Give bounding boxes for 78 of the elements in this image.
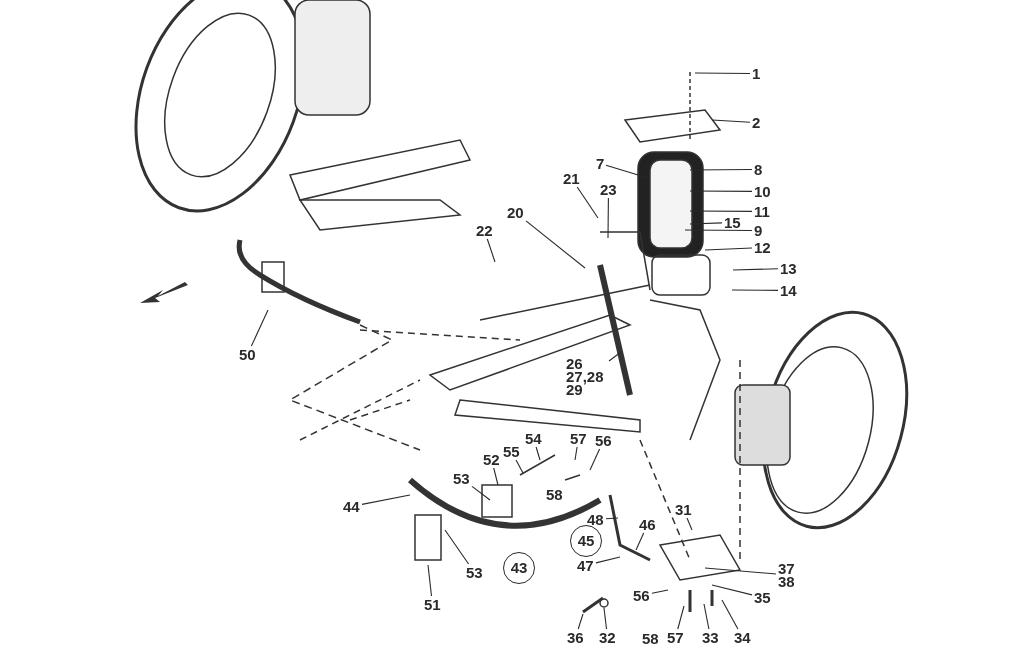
callout-number: 54 (525, 432, 542, 445)
leader-line (250, 309, 269, 347)
callout-number: 14 (780, 284, 797, 297)
callout-number: 32 (599, 631, 616, 644)
leader-line (704, 247, 753, 251)
callout-number: 33 (702, 631, 719, 644)
leader-line (361, 494, 411, 505)
callout-number: 44 (343, 500, 360, 513)
callout-number: 1 (752, 67, 761, 80)
leader-line (603, 607, 608, 630)
leader-line (689, 168, 753, 171)
callout-number: 51 (424, 598, 441, 611)
callout-number: 23 (600, 183, 617, 196)
callout-number: 53 (453, 472, 470, 485)
leader-line (677, 605, 685, 630)
leader-line (689, 210, 753, 212)
leader-line (704, 567, 777, 575)
leader-line (535, 446, 541, 461)
callout-number: 58 (546, 487, 563, 502)
callout-number: 7 (596, 157, 605, 170)
callout-number: 55 (503, 445, 520, 458)
leader-line (731, 289, 779, 291)
leader-line (486, 238, 496, 263)
callout-number: 15 (724, 216, 741, 229)
callout-number: 12 (754, 241, 771, 254)
leader-line (607, 197, 609, 239)
leader-line (577, 613, 584, 630)
callout-number: 58 (642, 631, 659, 646)
leader-line (689, 190, 753, 192)
callout-number: 34 (734, 631, 751, 644)
callout-number: 57 (667, 631, 684, 644)
leader-line (605, 517, 619, 520)
leader-line (605, 164, 649, 179)
callout-number: 52 (483, 453, 500, 466)
leader-line (689, 222, 723, 225)
leader-line (732, 268, 779, 271)
callout-number: 48 (587, 513, 604, 526)
leader-line (684, 229, 753, 232)
callout-number: 20 (507, 206, 524, 219)
callout-number: 8 (754, 163, 763, 176)
callout-number: 2 (752, 116, 761, 129)
callout-number: 11 (754, 205, 770, 218)
leader-line (427, 564, 433, 597)
leader-line (493, 467, 499, 486)
callout-number: 9 (754, 224, 763, 237)
callout-number: 53 (466, 566, 483, 579)
callout-number: 50 (239, 348, 256, 361)
callout-number: 21 (563, 172, 580, 185)
callout-number: 35 (754, 591, 771, 604)
leader-line (525, 220, 586, 269)
callout-number: 37 38 (778, 562, 798, 588)
leader-line (703, 603, 710, 630)
leader-line (721, 599, 739, 630)
callout-number: 56 (595, 434, 612, 447)
leader-line (574, 446, 578, 461)
callout-number: 47 (577, 559, 594, 572)
leader-line (576, 186, 599, 219)
leader-line (711, 584, 753, 596)
leader-line (444, 529, 470, 565)
callout-number: 13 (780, 262, 797, 275)
leader-line (694, 72, 751, 75)
leader-line (595, 556, 621, 564)
callout-number: 36 (567, 631, 584, 644)
leader-line (589, 448, 601, 471)
callout-number: 22 (476, 224, 493, 237)
callout-number: 57 (570, 432, 587, 445)
callout-number: 46 (639, 518, 656, 531)
callout-number: 10 (754, 185, 771, 198)
leader-line (651, 589, 669, 594)
callout-number: 31 (675, 503, 692, 516)
callout-number: 56 (633, 589, 650, 602)
leader-line (686, 517, 693, 531)
callout-number: 26 27,28 29 (566, 357, 608, 396)
leader-line (515, 459, 524, 474)
leader-line (471, 485, 491, 501)
leader-line (635, 532, 645, 551)
leader-line (711, 119, 751, 123)
leader-line (608, 351, 622, 362)
